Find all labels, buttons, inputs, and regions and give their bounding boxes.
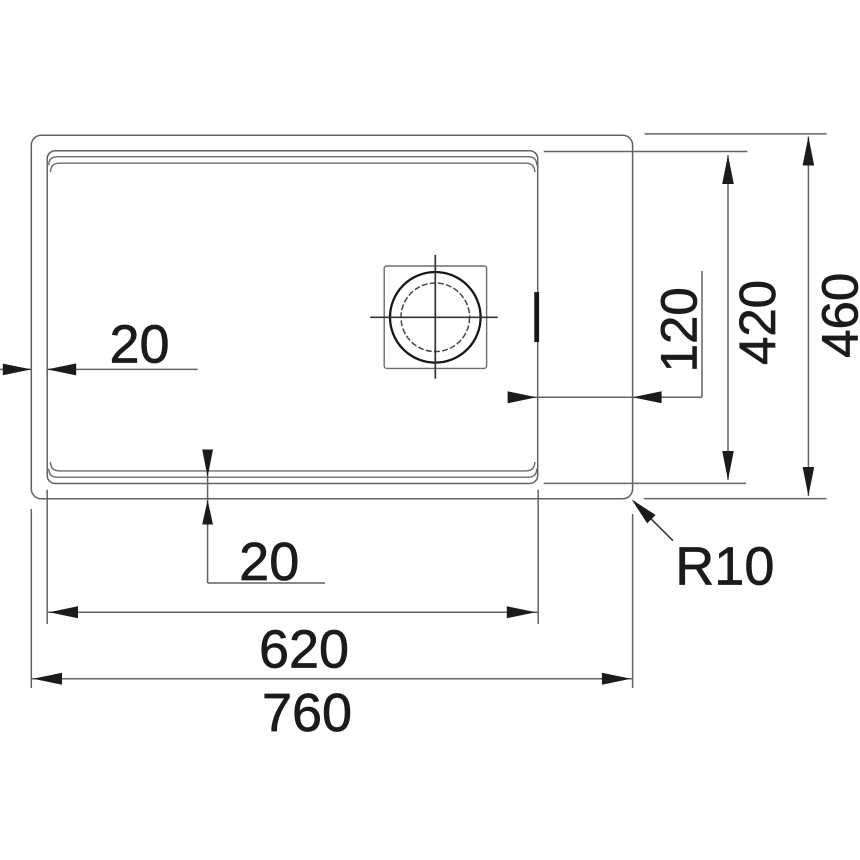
svg-text:20: 20 bbox=[239, 532, 299, 592]
svg-text:R10: R10 bbox=[675, 537, 774, 597]
svg-text:620: 620 bbox=[259, 619, 349, 679]
svg-text:20: 20 bbox=[109, 315, 169, 375]
svg-text:120: 120 bbox=[651, 287, 708, 372]
svg-text:760: 760 bbox=[262, 683, 352, 743]
svg-text:420: 420 bbox=[729, 280, 786, 365]
svg-text:460: 460 bbox=[812, 273, 860, 358]
